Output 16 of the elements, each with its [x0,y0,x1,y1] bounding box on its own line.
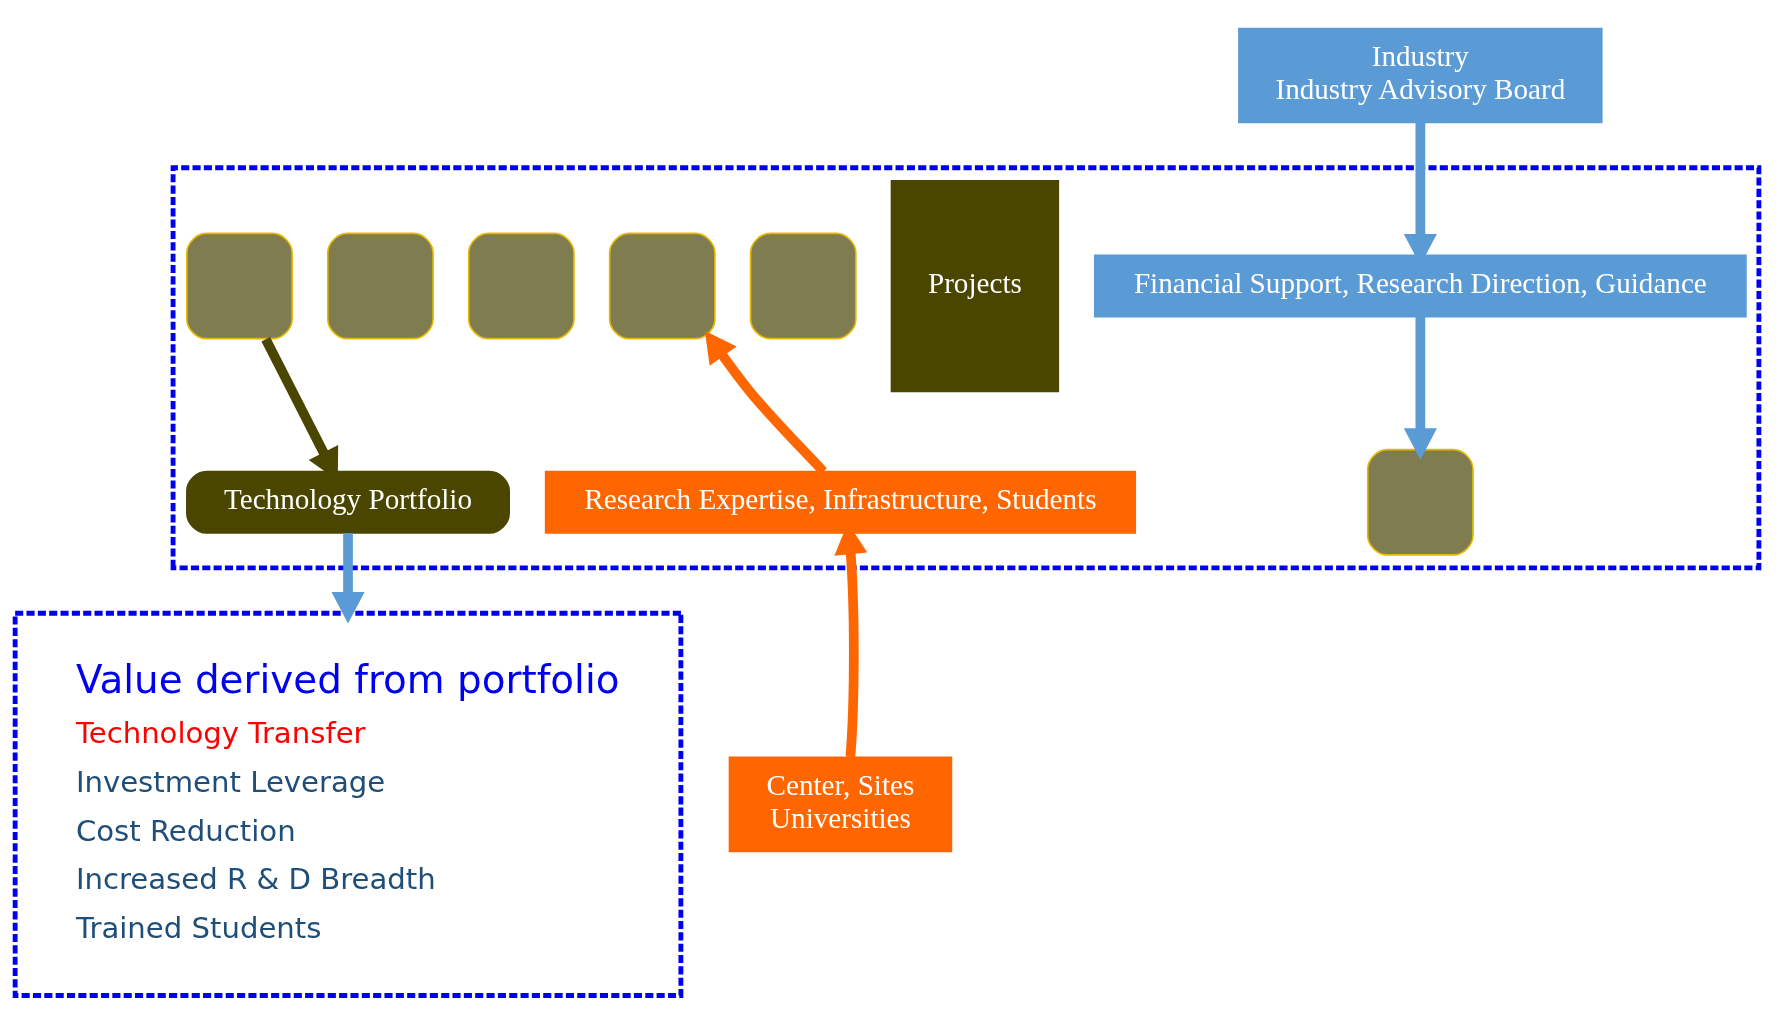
node-box: Technology Portfolio [186,470,510,534]
node-box: Projects [890,179,1060,393]
node-box: Research Expertise, Infrastructure, Students [544,470,1137,534]
node-box [749,232,857,340]
arrow [331,533,365,624]
node-box [1366,448,1474,556]
cluster [170,165,1762,571]
node-box [608,232,716,340]
node-box [326,232,434,340]
node-box [467,232,575,340]
node-box: Industry Industry Advisory Board [1238,27,1603,124]
node-box: Center, Sites Universities [728,756,953,853]
node-box: Value derived from portfolio Technology Transfer Investment Leverage Cost Reduction Increased R & D Breadth Trained Students [12,610,684,998]
node-box: Financial Support, Research Direction, Guidance [1093,254,1747,318]
node-box [186,232,293,340]
arrow [1403,316,1437,460]
